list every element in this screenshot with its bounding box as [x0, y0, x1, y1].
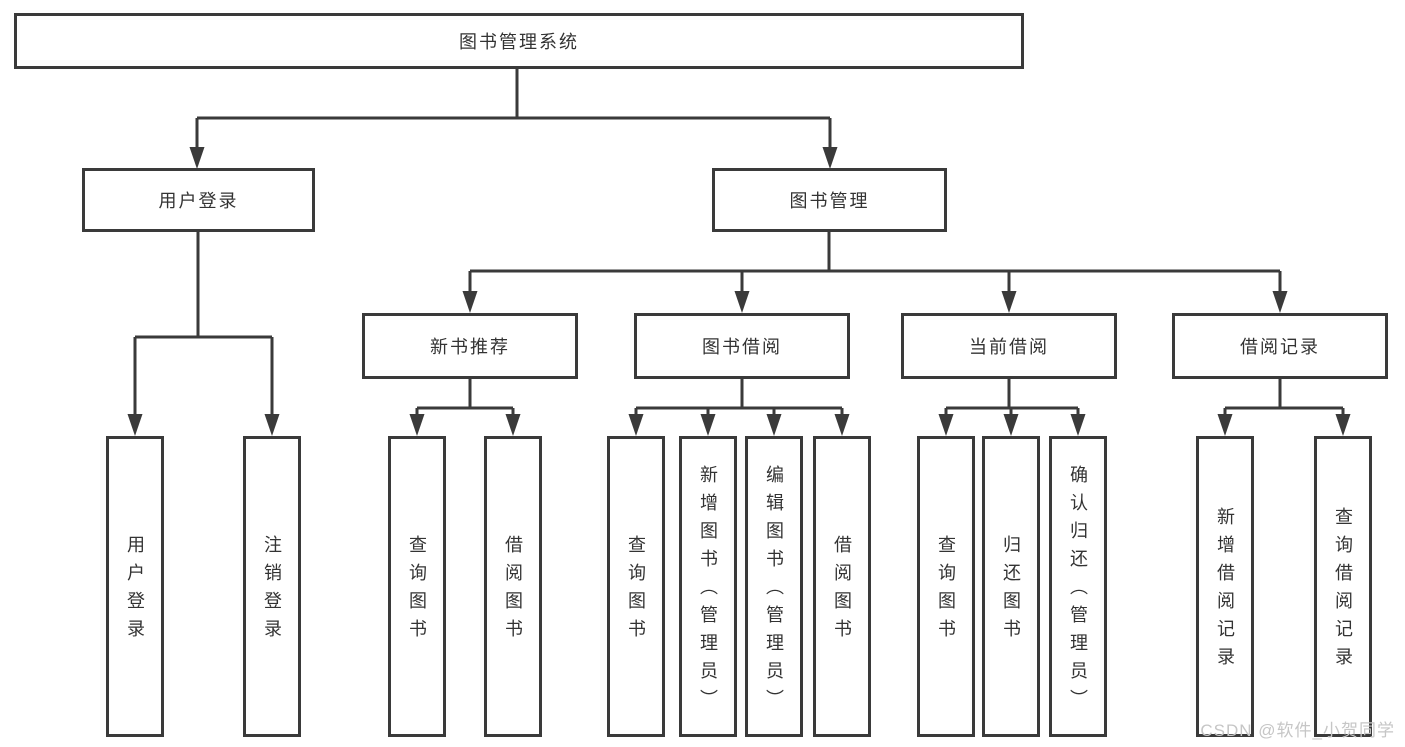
node-library-management-system: 图书管理系统 — [14, 13, 1024, 69]
arrowhead-icon — [1001, 291, 1017, 313]
leaf-logout: 注销登录 — [243, 436, 301, 737]
watermark: CSDN @软件_小贺同学 — [1200, 721, 1395, 740]
arrowhead-icon — [127, 414, 143, 436]
node-user-login: 用户登录 — [82, 168, 315, 232]
arrowhead-icon — [822, 147, 838, 169]
arrowhead-icon — [505, 414, 521, 436]
node-borrowing-records: 借阅记录 — [1172, 313, 1388, 379]
leaf-query-books-current: 查询图书 — [917, 436, 975, 737]
arrowhead-icon — [834, 414, 850, 436]
leaf-borrow-books-recommend: 借阅图书 — [484, 436, 542, 737]
node-new-book-recommendation: 新书推荐 — [362, 313, 578, 379]
arrowhead-icon — [264, 414, 280, 436]
arrowhead-icon — [700, 414, 716, 436]
leaf-return-books: 归还图书 — [982, 436, 1040, 737]
leaf-query-books-recommend: 查询图书 — [388, 436, 446, 737]
arrowhead-icon — [734, 291, 750, 313]
leaf-confirm-return-admin: 确认归还（管理员） — [1049, 436, 1107, 737]
arrowhead-icon — [938, 414, 954, 436]
leaf-query-borrow-record: 查询借阅记录 — [1314, 436, 1372, 737]
leaf-user-login: 用户登录 — [106, 436, 164, 737]
node-book-borrowing: 图书借阅 — [634, 313, 850, 379]
arrowhead-icon — [1003, 414, 1019, 436]
arrowhead-icon — [1272, 291, 1288, 313]
arrowhead-icon — [1335, 414, 1351, 436]
node-current-borrowing: 当前借阅 — [901, 313, 1117, 379]
arrowhead-icon — [628, 414, 644, 436]
arrowhead-icon — [766, 414, 782, 436]
arrowhead-icon — [1070, 414, 1086, 436]
arrowhead-icon — [409, 414, 425, 436]
leaf-add-book-admin: 新增图书（管理员） — [679, 436, 737, 737]
arrowhead-icon — [1217, 414, 1233, 436]
leaf-edit-book-admin: 编辑图书（管理员） — [745, 436, 803, 737]
leaf-borrow-books-borrowing: 借阅图书 — [813, 436, 871, 737]
arrowhead-icon — [189, 147, 205, 169]
arrowhead-icon — [462, 291, 478, 313]
node-book-management: 图书管理 — [712, 168, 947, 232]
leaf-add-borrow-record: 新增借阅记录 — [1196, 436, 1254, 737]
leaf-query-books-borrowing: 查询图书 — [607, 436, 665, 737]
